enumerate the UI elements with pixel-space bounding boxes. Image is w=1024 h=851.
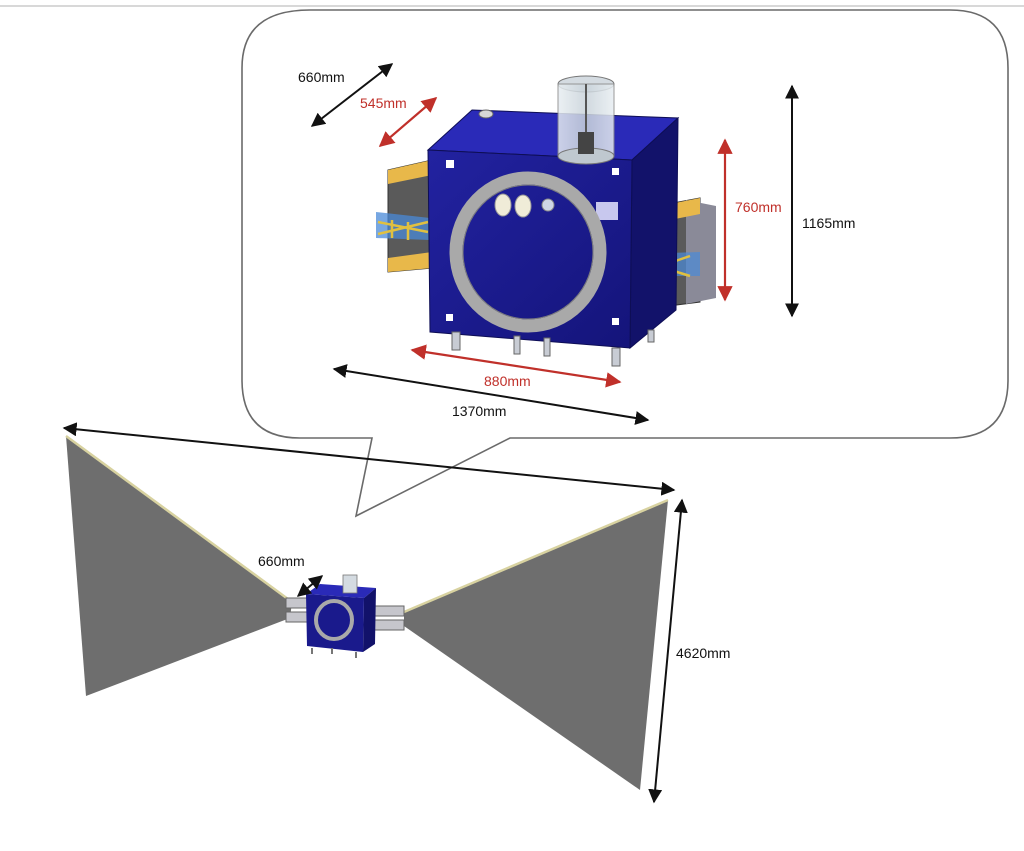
sensor-window <box>596 202 618 220</box>
detail-satellite <box>376 75 716 367</box>
width-outer-arrow <box>332 364 650 425</box>
cylinder-component <box>514 194 532 218</box>
front-marker <box>612 318 619 325</box>
gauge-component <box>541 198 555 212</box>
sail-height-arrow <box>648 498 688 804</box>
sail-height-label: 4620mm <box>676 645 730 661</box>
docking-ring <box>449 171 607 333</box>
docking-ring-inner-edge <box>462 184 594 320</box>
height-outer-label: 1165mm <box>802 215 855 231</box>
width-inner-label: 880mm <box>484 373 531 389</box>
depth-inner-label: 545mm <box>360 95 407 111</box>
overview-depth-label: 660mm <box>258 553 305 569</box>
depth-outer-label: 660mm <box>298 69 345 85</box>
cylinder-component <box>494 193 512 217</box>
top-instrument <box>557 75 615 165</box>
front-marker <box>446 314 453 321</box>
overview-satellite <box>306 574 376 658</box>
depth-outer-arrow <box>310 63 394 127</box>
front-marker <box>446 160 454 168</box>
height-inner-label: 760mm <box>735 199 782 215</box>
left-array-panel <box>376 159 433 273</box>
width-outer-label: 1370mm <box>452 403 506 419</box>
front-marker <box>612 168 619 175</box>
overview-depth-arrow <box>296 575 324 597</box>
top-knob <box>478 109 494 119</box>
depth-inner-arrow <box>378 96 438 148</box>
right-sail <box>403 498 669 790</box>
sail-span-arrow <box>62 422 676 496</box>
